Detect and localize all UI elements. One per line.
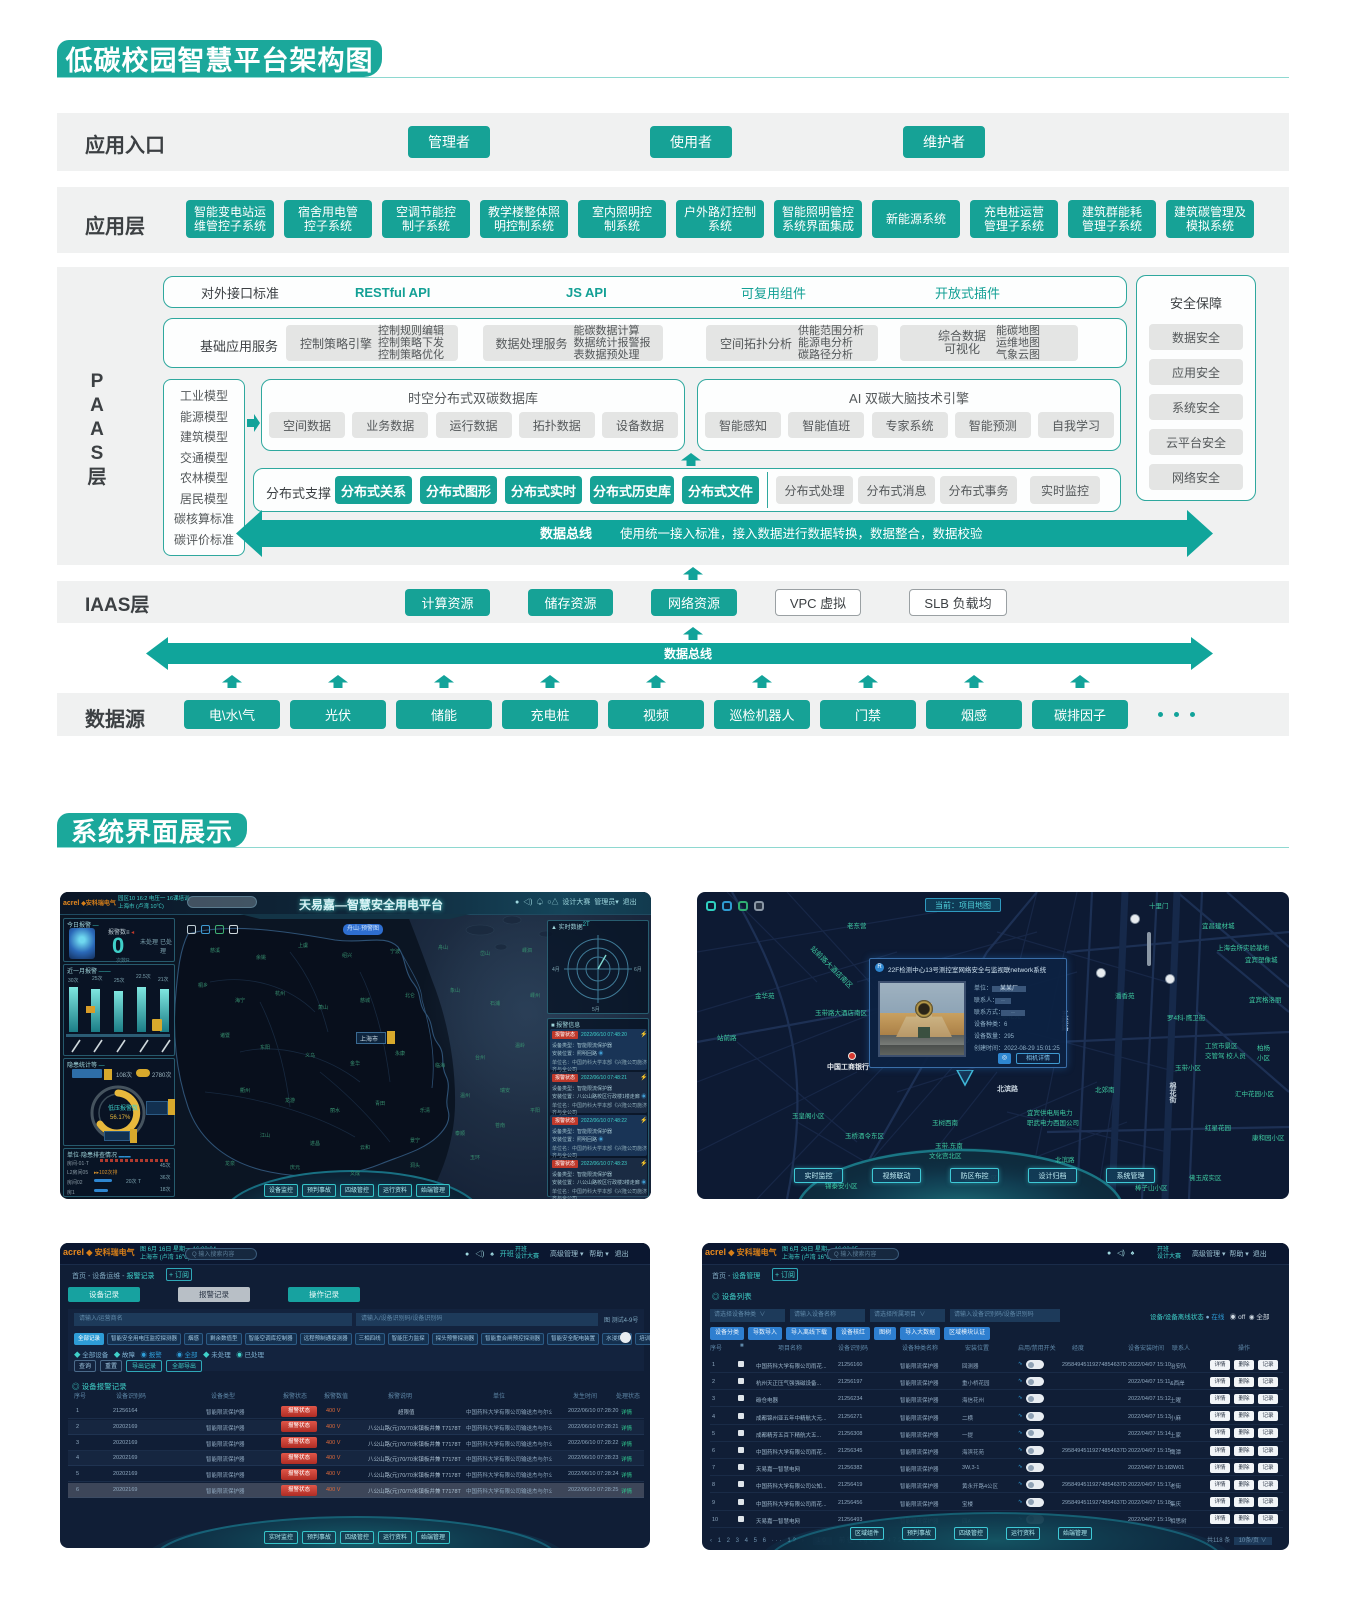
svg-text:21次: 21次 (158, 976, 169, 983)
svg-text:6月: 6月 (634, 967, 642, 973)
svg-text:25次: 25次 (114, 977, 125, 984)
svg-text:数据总线: 数据总线 (540, 526, 592, 541)
svg-text:4月: 4月 (552, 967, 560, 973)
svg-text:22.5次: 22.5次 (136, 974, 151, 980)
svg-text:使用统一接入标准，接入数据进行数据转换，数据整合，数据校验: 使用统一接入标准，接入数据进行数据转换，数据整合，数据校验 (620, 526, 983, 541)
svg-text:5月: 5月 (592, 1007, 600, 1013)
svg-text:数据总线: 数据总线 (664, 646, 712, 661)
svg-text:低压报警数: 低压报警数 (108, 1104, 138, 1112)
svg-text:30次: 30次 (68, 977, 79, 984)
svg-text:56.17%: 56.17% (110, 1115, 131, 1121)
svg-text:25次: 25次 (92, 975, 103, 982)
